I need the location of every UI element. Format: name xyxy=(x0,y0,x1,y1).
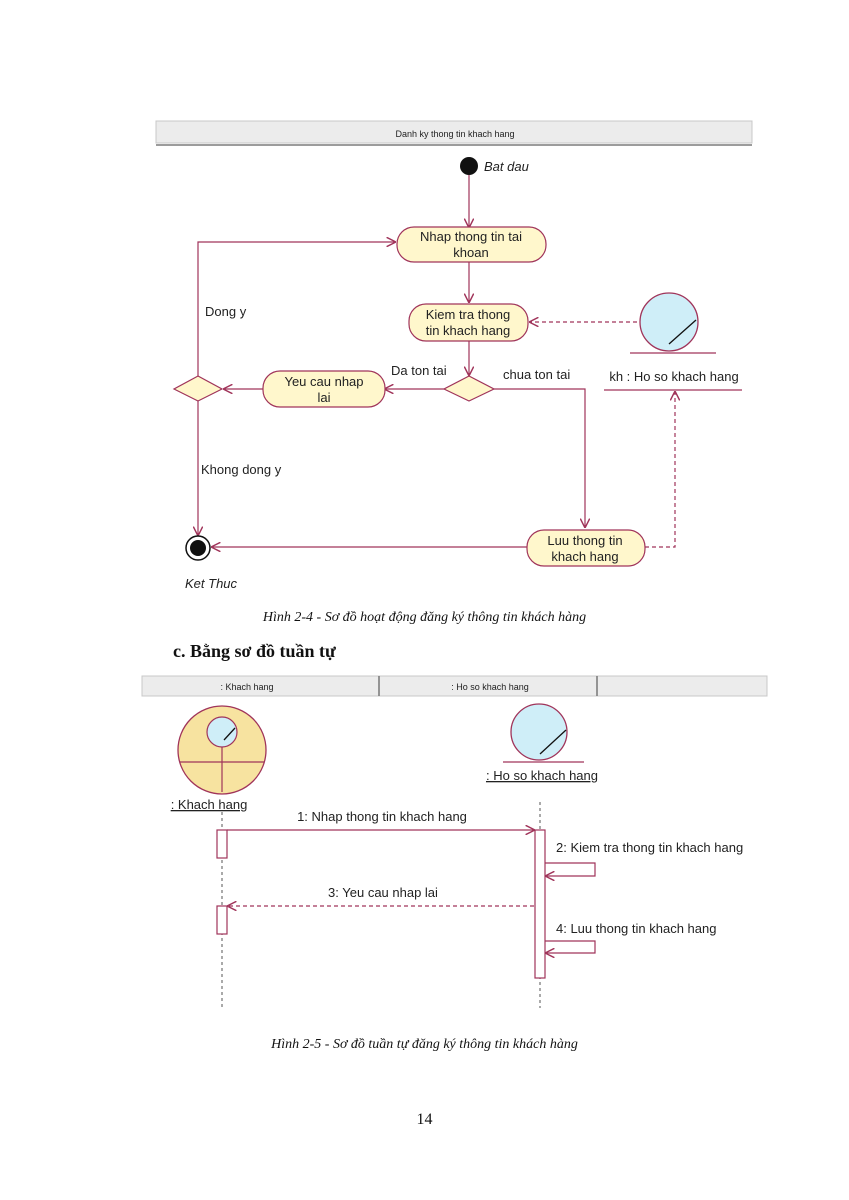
message-3-label: 3: Yeu cau nhap lai xyxy=(328,885,438,900)
start-label: Bat dau xyxy=(484,159,529,174)
actor-label: : Khach hang xyxy=(171,797,248,812)
activity-check-info xyxy=(408,303,529,342)
decision-agree xyxy=(172,375,224,402)
activity-save-line2: khach hang xyxy=(551,549,618,564)
activity-input-account xyxy=(396,226,547,263)
guard-exists-label: Da ton tai xyxy=(391,363,447,378)
message-1-label: 1: Nhap thong tin khach hang xyxy=(297,809,467,824)
lane-title-customer: : Khach hang xyxy=(220,682,273,692)
section-heading: c. Bằng sơ đồ tuần tự xyxy=(173,641,336,661)
activity-save-info xyxy=(526,529,646,567)
activity-check-line2: tin khach hang xyxy=(426,323,511,338)
entity-icon xyxy=(503,703,584,763)
activity-save-line1: Luu thong tin xyxy=(547,533,622,548)
guard-not-exists-label: chua ton tai xyxy=(503,367,570,382)
guard-agree-label: Dong y xyxy=(205,304,247,319)
message-4-arrow xyxy=(545,940,596,953)
activity-retry-line1: Yeu cau nhap xyxy=(284,374,363,389)
message-2-label: 2: Kiem tra thong tin khach hang xyxy=(556,840,743,855)
figure-caption-2: Hình 2-5 - Sơ đồ tuần tự đăng ký thông t… xyxy=(271,1037,578,1052)
message-2-arrow xyxy=(545,862,596,876)
activity-input-line1: Nhap thong tin tai xyxy=(420,229,522,244)
entity-label: : Ho so khach hang xyxy=(486,768,598,783)
activity-retry-line2: lai xyxy=(317,390,330,405)
swimlane-header xyxy=(155,120,753,144)
decision-exists xyxy=(442,375,496,402)
object-label: kh : Ho so khach hang xyxy=(609,369,738,384)
lane-title-profile: : Ho so khach hang xyxy=(451,682,529,692)
swimlane-title: Danh ky thong tin khach hang xyxy=(395,129,514,139)
sequence-diagram: : Khach hang : Ho so khach hang : Khach … xyxy=(141,675,768,1008)
guard-disagree-label: Khong dong y xyxy=(201,462,282,477)
message-4-label: 4: Luu thong tin khach hang xyxy=(556,921,716,936)
entity-object-icon xyxy=(630,292,716,354)
sequence-lane-header xyxy=(141,675,768,697)
end-label: Ket Thuc xyxy=(185,576,238,591)
activity-input-line2: khoan xyxy=(453,245,488,260)
activity-check-line1: Kiem tra thong xyxy=(426,307,511,322)
figure-caption-1: Hình 2-4 - Sơ đồ hoạt động đăng ký thông… xyxy=(262,610,587,625)
start-node xyxy=(460,157,478,175)
page-number: 14 xyxy=(416,1111,433,1128)
activity-request-retry xyxy=(262,370,386,408)
actor-icon xyxy=(177,705,267,795)
activity-diagram: Danh ky thong tin khach hang Bat dau Nha… xyxy=(155,120,753,591)
